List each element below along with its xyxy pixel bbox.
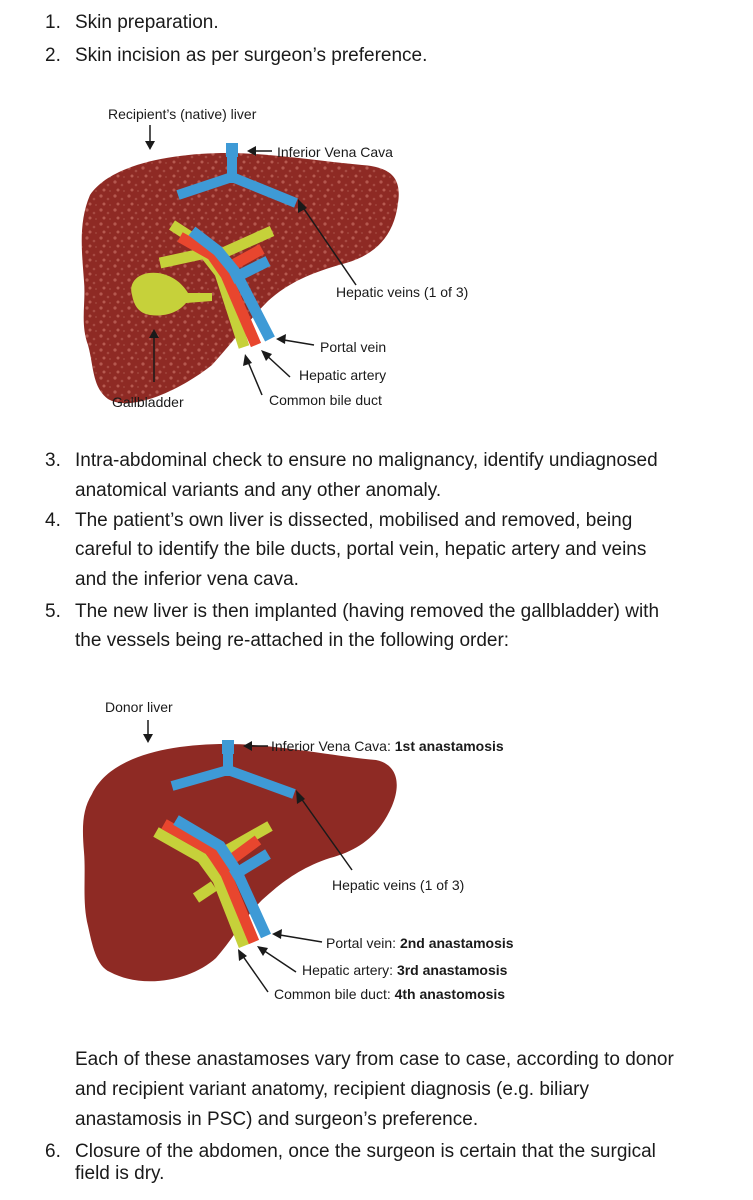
step-5-text-line-2: the vessels being re-attached in the fol…: [75, 630, 510, 651]
step-2-text: Skin incision as per surgeon’s preferenc…: [75, 45, 428, 66]
step-4-text-line-1: The patient’s own liver is dissected, mo…: [75, 510, 633, 531]
ivc-vessels: [176, 143, 298, 208]
hilar-vessels: [158, 220, 275, 349]
gallbladder-label: Gallbladder: [112, 394, 184, 410]
donor-liver-label: Donor liver: [105, 699, 173, 715]
hepatic-artery-label: Hepatic artery: [299, 367, 386, 383]
note-line-2: and recipient variant anatomy, recipient…: [75, 1079, 589, 1100]
donor-ivc-label: Inferior Vena Cava: 1st anastamosis: [271, 738, 504, 754]
step-4-number: 4.: [45, 510, 61, 531]
common-bile-duct-label: Common bile duct: [269, 392, 382, 408]
hepatic-veins-label: Hepatic veins (1 of 3): [336, 284, 468, 300]
step-3-number: 3.: [45, 450, 61, 471]
step-4-text-line-2: careful to identify the bile ducts, port…: [75, 539, 647, 560]
donor-ivc-vessels: [170, 740, 296, 799]
donor-diagram-arrows: [143, 720, 353, 993]
gallbladder-shape: [131, 272, 212, 316]
step-5-text-line-1: The new liver is then implanted (having …: [75, 601, 660, 622]
note-line-1: Each of these anastamoses vary from case…: [75, 1049, 674, 1070]
donor-hilar-vessels: [153, 815, 273, 949]
step-5-number: 5.: [45, 601, 61, 622]
portal-vein-label: Portal vein: [320, 339, 386, 355]
donor-common-bile-duct-label: Common bile duct: 4th anastomosis: [274, 986, 505, 1002]
step-6-text-line-1: Closure of the abdomen, once the surgeon…: [75, 1141, 656, 1162]
ivc-label: Inferior Vena Cava: [277, 144, 393, 160]
step-4-text-line-3: and the inferior vena cava.: [75, 569, 299, 590]
donor-hepatic-artery-label: Hepatic artery: 3rd anastamosis: [302, 962, 508, 978]
step-1-text: Skin preparation.: [75, 12, 219, 33]
step-1-number: 1.: [45, 12, 61, 33]
donor-liver-diagram: Donor liver Inferior Vena Cava: 1st anas…: [82, 699, 514, 1002]
step-6-number: 6.: [45, 1141, 61, 1162]
recipient-liver-label: Recipient’s (native) liver: [108, 106, 257, 122]
donor-liver-shape: [82, 744, 397, 982]
step-3-text-line-1: Intra-abdominal check to ensure no malig…: [75, 450, 658, 471]
step-6-text-line-2: field is dry.: [75, 1163, 165, 1184]
step-2-number: 2.: [45, 45, 61, 66]
donor-portal-vein-label: Portal vein: 2nd anastamosis: [326, 935, 514, 951]
donor-hepatic-veins-label: Hepatic veins (1 of 3): [332, 877, 464, 893]
diagram-arrows: [145, 125, 357, 396]
note-line-3: anastamosis in PSC) and surgeon’s prefer…: [75, 1109, 479, 1130]
recipient-liver-diagram: Recipient’s (native) liver Inferior Vena…: [81, 106, 468, 410]
step-3-text-line-2: anatomical variants and any other anomal…: [75, 480, 442, 501]
